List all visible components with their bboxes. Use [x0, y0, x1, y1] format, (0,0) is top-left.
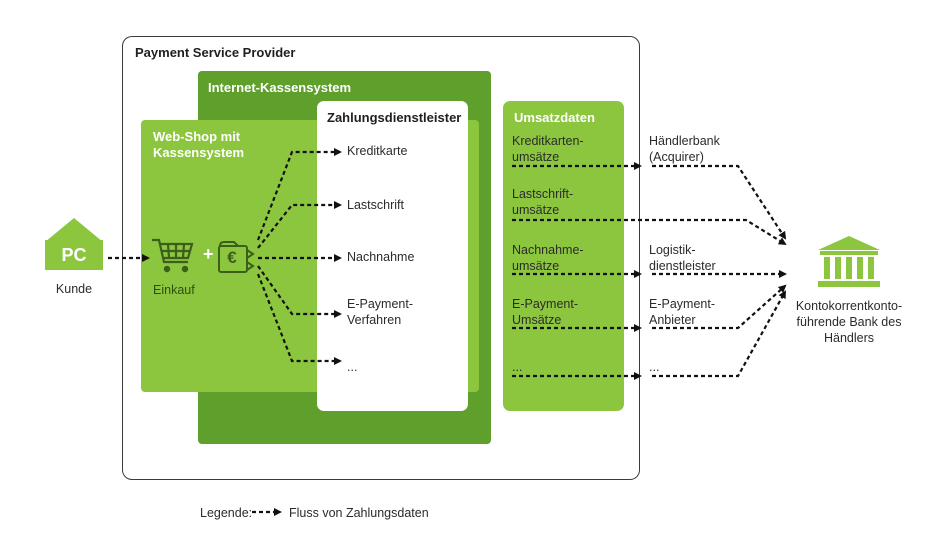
zahlung-item-nachnahme: Nachnahme [347, 250, 415, 264]
zahlung-item-epayment-line2: Verfahren [347, 313, 402, 327]
zahlung-item-lastschrift: Lastschrift [347, 198, 404, 212]
label-haendlerbank-line2: (Acquirer) [649, 150, 704, 164]
umsatz-item-nachnahme-line1: Nachnahme- [512, 243, 584, 257]
bank-label-line1: Kontokorrentkonto- [795, 299, 903, 313]
kassensystem-title: Internet-Kassensystem [208, 80, 352, 95]
plus-sign: + [203, 244, 214, 264]
euro-sign: € [227, 248, 237, 267]
bank-label-line2: führende Bank des [796, 315, 902, 329]
arrow-to-lastschrift [257, 201, 342, 249]
bank-icon [818, 236, 880, 287]
arrow-to-epayment [257, 265, 342, 318]
arrow-haendlerbank-bank [652, 164, 787, 240]
umsatzdaten-box [503, 101, 624, 411]
zahlung-title: Zahlungsdienstleister [327, 110, 462, 125]
label-epayment-anbieter: E-Payment- Anbieter [649, 296, 715, 328]
pc-label: PC [61, 245, 87, 265]
arrow-to-kreditkarte [256, 148, 342, 241]
umsatz-title: Umsatzdaten [514, 110, 595, 125]
label-logistik-line1: Logistik- [649, 243, 696, 257]
euro-wallet-icon [218, 241, 255, 273]
label-epayment-anbieter-line2: Anbieter [649, 313, 696, 327]
psp-title: Payment Service Provider [135, 45, 296, 60]
umsatz-item-epayment: E-Payment- Umsätze [512, 296, 578, 328]
umsatz-item-epayment-line1: E-Payment- [512, 297, 578, 311]
umsatz-item-lastschrift: Lastschrift- umsätze [512, 186, 573, 218]
einkauf-label: Einkauf [153, 283, 195, 297]
zahlung-item-epayment-line1: E-Payment- [347, 297, 413, 311]
zahlung-item-kreditkarte: Kreditkarte [347, 144, 408, 158]
arrow-more-bank [652, 290, 786, 378]
webshop-title: Web-Shop mit Kassensystem [153, 129, 244, 161]
umsatz-item-lastschrift-line1: Lastschrift- [512, 187, 574, 201]
bank-label-line3: Händlers [823, 331, 875, 345]
umsatz-item-nachnahme-line2: umsätze [512, 259, 560, 273]
umsatz-item-kreditkarten-line1: Kreditkarten- [512, 134, 584, 148]
legend-text: Fluss von Zahlungsdaten [289, 506, 429, 520]
umsatz-item-more: ... [512, 360, 523, 374]
zahlung-item-more: ... [347, 360, 358, 374]
label-logistik-line2: dienstleister [649, 259, 716, 273]
arrow-lastschrift-bank [512, 218, 787, 246]
umsatz-item-kreditkarten: Kreditkarten- umsätze [512, 133, 584, 165]
zahlung-item-epayment: E-Payment- Verfahren [347, 296, 413, 328]
label-more: ... [649, 360, 660, 374]
arrow-to-more [256, 273, 342, 365]
pc-house-icon [45, 218, 103, 270]
label-haendlerbank-line1: Händlerbank [649, 134, 720, 148]
label-haendlerbank: Händlerbank (Acquirer) [649, 133, 720, 165]
legend-prefix: Legende: [200, 506, 253, 520]
bank-label: Kontokorrentkonto- führende Bank des Hän… [779, 298, 919, 346]
zahlungsdienstleister-box [317, 101, 468, 411]
umsatz-item-kreditkarten-line2: umsätze [512, 150, 560, 164]
umsatz-item-nachnahme: Nachnahme- umsätze [512, 242, 584, 274]
kunde-label: Kunde [55, 282, 93, 296]
label-logistik: Logistik- dienstleister [649, 242, 716, 274]
umsatz-item-lastschrift-line2: umsätze [512, 203, 560, 217]
shopping-cart-icon [152, 238, 194, 273]
webshop-title-line2: Kassensystem [153, 145, 245, 160]
label-epayment-anbieter-line1: E-Payment- [649, 297, 715, 311]
umsatz-item-epayment-line2: Umsätze [512, 313, 562, 327]
arrow-anbieter-bank [652, 284, 787, 330]
webshop-title-line1: Web-Shop mit [153, 129, 241, 144]
